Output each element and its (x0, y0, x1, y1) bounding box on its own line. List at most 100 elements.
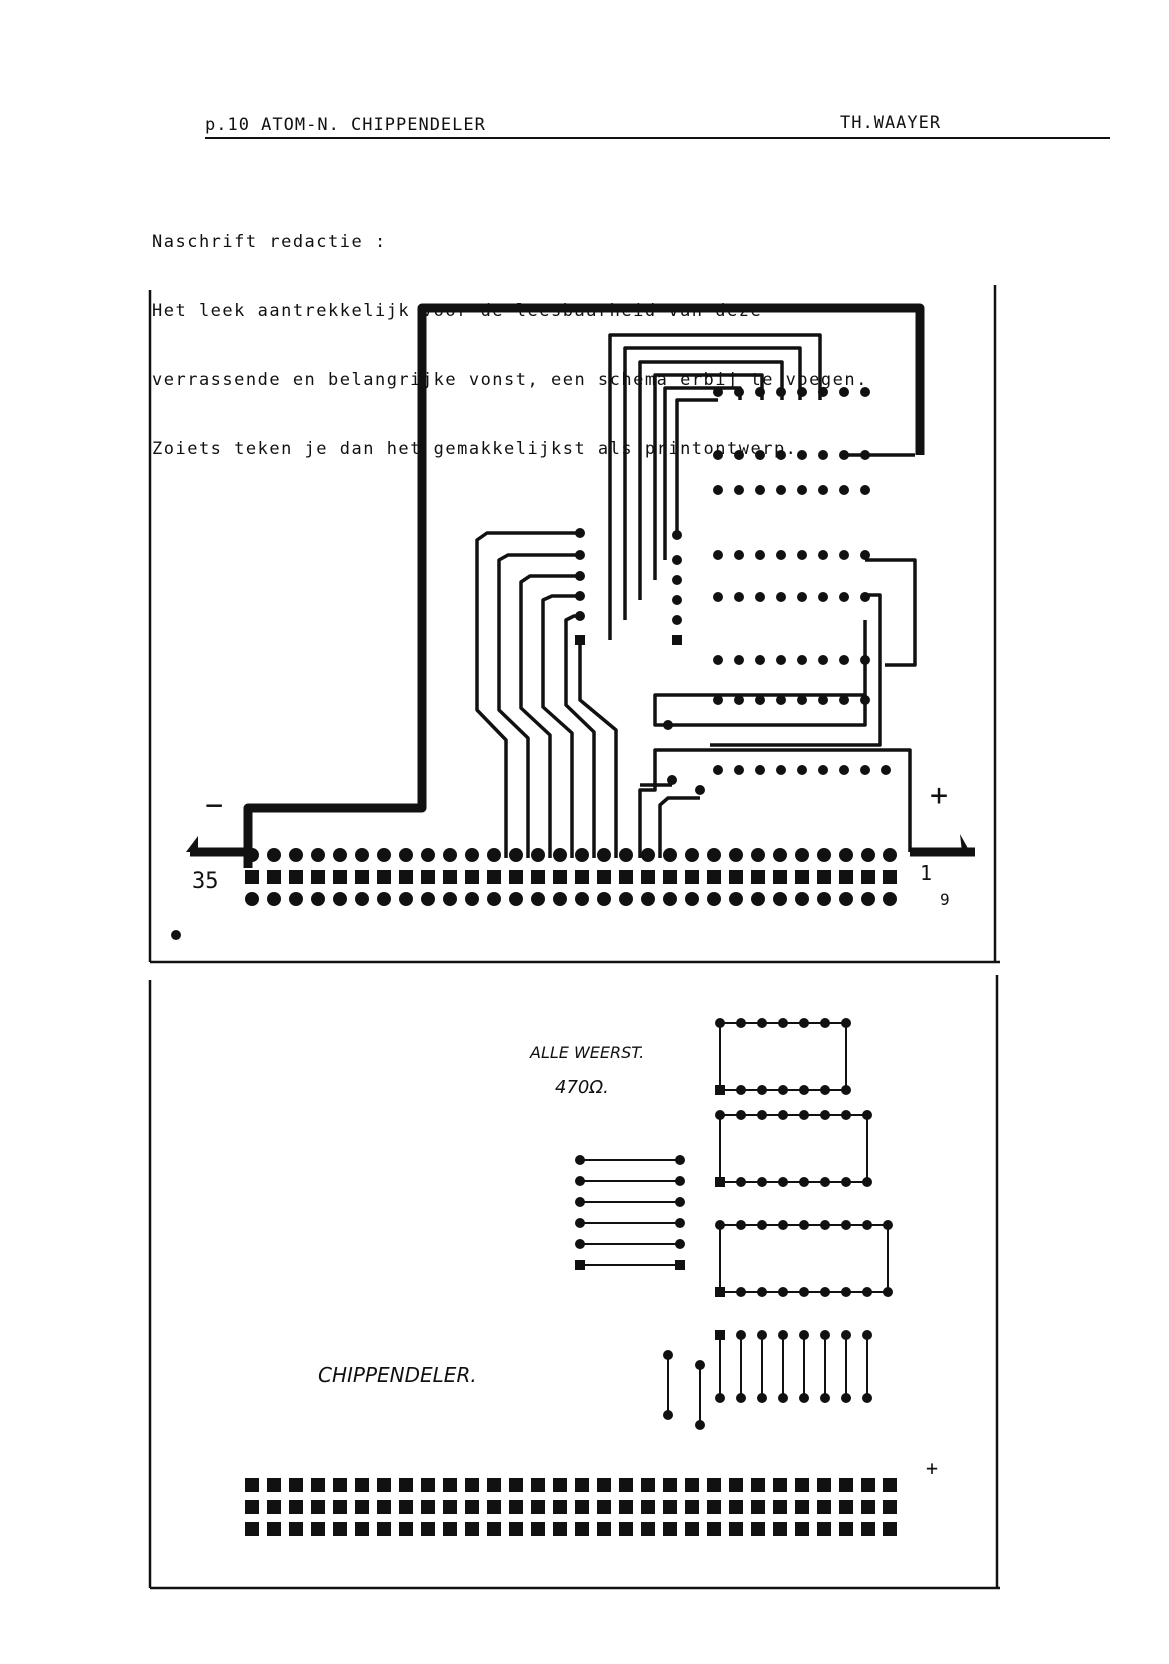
ic-pin-pad (839, 550, 849, 560)
connector-pad (377, 892, 391, 906)
ic-pin-pad (797, 695, 807, 705)
connector-pin-label-35: 35 (192, 869, 219, 894)
ic-pin-pad (799, 1110, 809, 1120)
connector-pad (443, 870, 457, 884)
resistor-pad (757, 1393, 767, 1403)
connector-pad (509, 1522, 523, 1536)
connector-pad (531, 892, 545, 906)
connector-pad (707, 870, 721, 884)
connector-pad (487, 1522, 501, 1536)
connector-pad (795, 870, 809, 884)
ic-pin-pad (818, 450, 828, 460)
ic-pin-pad (841, 1110, 851, 1120)
connector-pad (795, 892, 809, 906)
connector-pad (685, 1478, 699, 1492)
connector-pad (641, 892, 655, 906)
ic-pin-pad (734, 695, 744, 705)
ic-pin-pad (734, 592, 744, 602)
connector-pad (311, 848, 325, 862)
ic-pin-pad (820, 1177, 830, 1187)
ic-pin-pad (839, 485, 849, 495)
connector-pad (575, 870, 589, 884)
connector-pad (861, 870, 875, 884)
ic-pin-pad (715, 1110, 725, 1120)
ic-pin-pad (883, 1220, 893, 1230)
ic-pin-pad (797, 450, 807, 460)
connector-pad (531, 1478, 545, 1492)
connector-pad (553, 1522, 567, 1536)
connector-pad (839, 1522, 853, 1536)
pin-pad (713, 765, 723, 775)
connector-pin-label-1: 1 (920, 861, 932, 885)
resistor-pad (820, 1330, 830, 1340)
connector-pad (355, 1478, 369, 1492)
resistor-pad (575, 1155, 585, 1165)
connector-pad (245, 1478, 259, 1492)
connector-pad (751, 1522, 765, 1536)
ic-pin-pad (757, 1220, 767, 1230)
connector-pad (553, 870, 567, 884)
ic-pin-pad (778, 1018, 788, 1028)
connector-pad (289, 848, 303, 862)
ic-pin-pad (839, 387, 849, 397)
ic-pin-pad (734, 387, 744, 397)
ic-pin-pad (734, 485, 744, 495)
ic-pin-pad (715, 1287, 725, 1297)
connector-pad (817, 1522, 831, 1536)
connector-pad (883, 1522, 897, 1536)
ic-pin-pad (799, 1287, 809, 1297)
ic-pin-pad (734, 450, 744, 460)
resistor-pad (841, 1330, 851, 1340)
connector-pad (267, 1478, 281, 1492)
top-pads (245, 387, 897, 906)
ic-pin-pad (755, 387, 765, 397)
connector-pad (377, 1522, 391, 1536)
board-name-label: CHIPPENDELER. (318, 1363, 477, 1387)
connector-pad (685, 892, 699, 906)
connector-pad (883, 1478, 897, 1492)
connector-pad (553, 892, 567, 906)
ic-pin-pad (715, 1220, 725, 1230)
connector-pad (311, 1478, 325, 1492)
connector-pad (817, 848, 831, 862)
connector-pad (839, 1478, 853, 1492)
ic-pin-pad (860, 592, 870, 602)
ic-pin-pad (713, 485, 723, 495)
resistor-pad (799, 1330, 809, 1340)
pin-pad (776, 765, 786, 775)
ic-pin-pad (860, 655, 870, 665)
pin-pad (755, 765, 765, 775)
connector-pad (641, 1478, 655, 1492)
ic-pin-pad (820, 1018, 830, 1028)
resistor-pad (778, 1330, 788, 1340)
connector-pad (509, 1500, 523, 1514)
connector-pad (861, 1500, 875, 1514)
connector-pad (861, 892, 875, 906)
pin-pad (672, 530, 682, 540)
connector-pad (355, 892, 369, 906)
ic-pin-pad (736, 1287, 746, 1297)
ic-pin-pad (841, 1177, 851, 1187)
resistor-pad (575, 1197, 585, 1207)
ic-pin-pad (862, 1287, 872, 1297)
connector-pad (883, 848, 897, 862)
ic-pin-pad (818, 695, 828, 705)
pin-pad (695, 785, 705, 795)
connector-pad (663, 848, 677, 862)
connector-pad (509, 892, 523, 906)
resistor-pad (778, 1393, 788, 1403)
pin-pad (672, 555, 682, 565)
ic-pin-pad (736, 1177, 746, 1187)
connector-pad (773, 892, 787, 906)
pin-pad (575, 611, 585, 621)
connector-pad (465, 1478, 479, 1492)
connector-pad (377, 870, 391, 884)
connector-pad (399, 1500, 413, 1514)
ic-pin-pad (818, 550, 828, 560)
connector-pad (531, 848, 545, 862)
connector-pad (707, 1500, 721, 1514)
connector-pad (465, 1500, 479, 1514)
pin-pad (797, 765, 807, 775)
ic-pin-pad (862, 1220, 872, 1230)
connector-pad (399, 848, 413, 862)
